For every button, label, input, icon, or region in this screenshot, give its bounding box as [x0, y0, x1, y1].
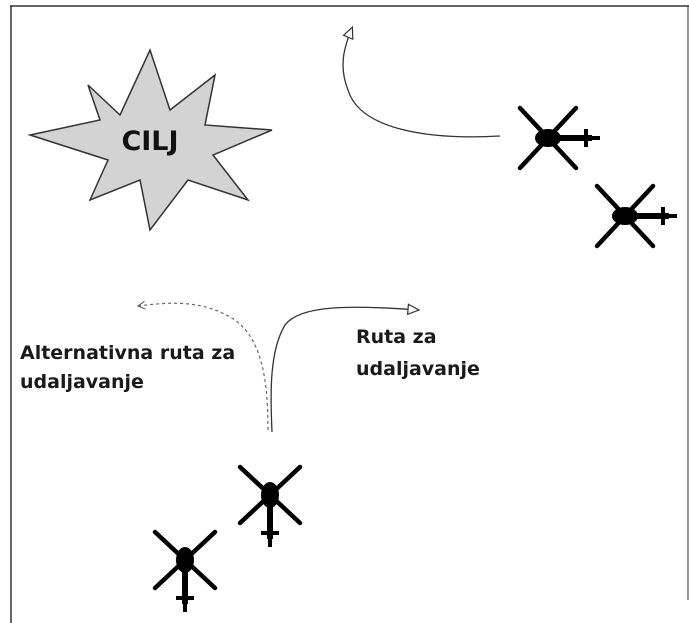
- alternative-route-path: [136, 300, 269, 431]
- target-burst-shape: [27, 47, 273, 232]
- route-label-line1: Ruta za: [356, 326, 437, 348]
- upper-route-path: [342, 25, 501, 138]
- helicopter-icon: [240, 467, 300, 547]
- helicopter-icon: [597, 186, 677, 246]
- alt-route-label-line2: udaljavanje: [20, 371, 144, 393]
- helicopter-icon: [520, 108, 600, 168]
- alt-route-label-line1: Alternativna ruta za: [20, 342, 236, 364]
- target-label: CILJ: [121, 126, 179, 157]
- route-label-line2: udaljavanje: [356, 358, 480, 380]
- helicopter-icon: [155, 532, 215, 612]
- egress-route-path: [270, 303, 421, 433]
